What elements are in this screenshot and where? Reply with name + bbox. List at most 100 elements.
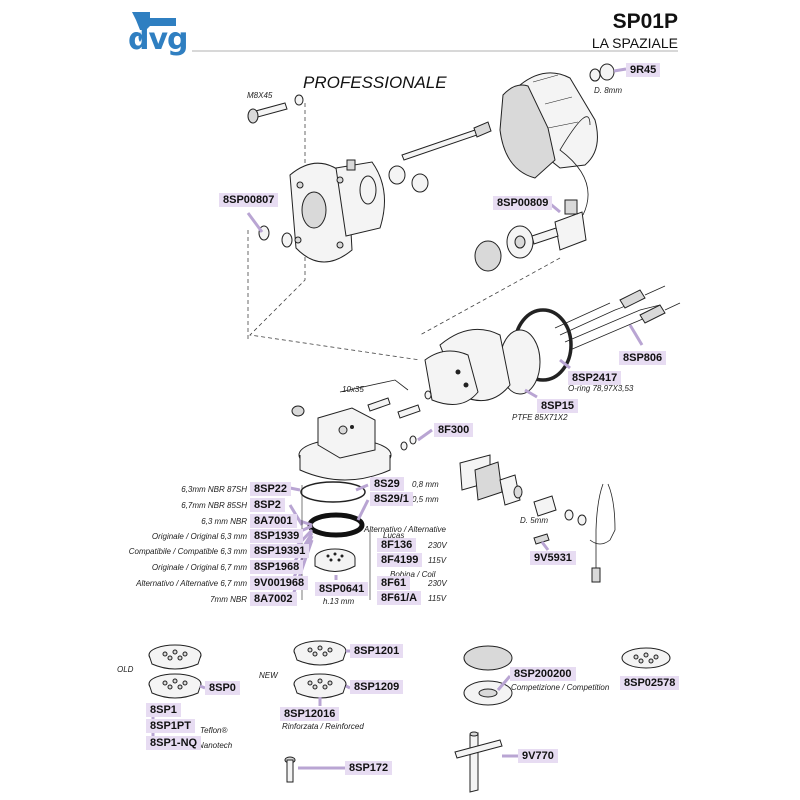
part-tag-8sp02578: 8SP02578	[620, 676, 680, 690]
note-lucas: Lucas	[383, 531, 405, 540]
screw-m8x45-icon	[247, 94, 304, 124]
note-oring-dim: O-ring 78,97X3,53	[568, 384, 634, 393]
part-tag-8f61: 8F61	[377, 576, 411, 590]
section-title: PROFESSIONALE	[303, 73, 447, 92]
part-tag-8sp19391: 8SP19391	[250, 544, 310, 558]
note-teflon: Teflon®	[200, 726, 228, 735]
part-tag-8sp200200: 8SP200200	[510, 667, 576, 681]
dimension-line	[339, 379, 409, 393]
heating-element-icon	[554, 285, 681, 351]
part-tag-8sp1: 8SP1	[146, 703, 181, 717]
part-tag-8f300: 8F300	[434, 423, 474, 437]
shaft-icon	[531, 227, 559, 245]
pin-icon	[397, 404, 421, 419]
part-tag-8sp00809: 8SP00809	[493, 196, 553, 210]
nut-icon	[411, 173, 429, 193]
part-tag-8sp1-nq: 8SP1-NQ	[146, 736, 202, 750]
note-10x35: 10x35	[342, 385, 364, 394]
part-tag-9v770: 9V770	[518, 749, 558, 763]
part-tag-8sp00807: 8SP00807	[219, 193, 279, 207]
fitting-icon	[533, 495, 557, 517]
part-tag-8sp1209: 8SP1209	[350, 680, 404, 694]
part-tag-9v001968: 9V001968	[250, 576, 309, 590]
note-alternative: Alternativo / Alternative	[364, 525, 446, 534]
group-block-icon	[291, 405, 392, 481]
note-new: NEW	[259, 671, 278, 680]
basket-center-icon	[478, 688, 498, 698]
gasket-thin-icon	[300, 481, 366, 503]
brand-logo-icon	[132, 12, 176, 42]
part-tag-8sp12016: 8SP12016	[280, 707, 340, 721]
solenoid-valve-icon	[459, 454, 523, 506]
group-gasket-icon	[307, 512, 365, 538]
note-reinforced: Rinforzata / Reinforced	[282, 722, 364, 731]
washer-icon	[599, 63, 615, 81]
part-tag-8sp1pt: 8SP1PT	[146, 719, 195, 733]
part-tag-8sp1968: 8SP1968	[250, 560, 304, 574]
filter-basket-icon	[293, 673, 347, 699]
part-tag-8sp0: 8SP0	[205, 681, 240, 695]
note-gasket-4: Originale / Original 6,3 mm	[151, 532, 247, 541]
note-0-8mm: 0,8 mm	[412, 480, 439, 489]
washer-icon	[564, 509, 574, 521]
part-tag-8sp22: 8SP22	[250, 482, 292, 496]
note-gasket-6: Originale / Original 6,7 mm	[151, 563, 247, 572]
note-d5mm: D. 5mm	[520, 516, 548, 525]
note-gasket-1: 6,3mm NBR 87SH	[181, 485, 247, 494]
rod-icon	[401, 121, 492, 161]
note-nanotech: Nanotech	[198, 741, 233, 750]
oring-small-icon	[409, 435, 417, 445]
note-bobina: Bobina / Coil	[390, 570, 436, 579]
micro-switch-icon	[554, 116, 591, 251]
part-tag-9v5931: 9V5931	[530, 551, 576, 565]
part-tag-8sp806: 8SP806	[619, 351, 667, 365]
note-old: OLD	[117, 665, 134, 674]
part-tag-8a7002: 8A7002	[250, 592, 297, 606]
part-tag-8s29: 8S29	[370, 477, 404, 491]
part-tag-8sp2417: 8SP2417	[568, 371, 622, 385]
model-name: LA SPAZIALE	[591, 35, 678, 51]
note-m8x45: M8X45	[247, 91, 273, 100]
part-tag-8sp1201: 8SP1201	[350, 644, 404, 658]
filter-basket-icon	[148, 673, 202, 699]
note-gasket-2: 6,7mm NBR 85SH	[181, 501, 247, 510]
note-115v: 115V	[428, 556, 447, 565]
cam-ring-icon	[499, 72, 598, 179]
note-h13: h.13 mm	[323, 597, 355, 606]
pin-icon	[367, 397, 391, 412]
competition-screen-icon	[463, 645, 513, 671]
part-tag-8f61a: 8F61/A	[377, 591, 422, 605]
part-tag-9r45: 9R45	[626, 63, 661, 77]
part-tag-8f4199: 8F4199	[377, 553, 423, 567]
part-tag-8sp1939: 8SP1939	[250, 529, 304, 543]
nut-icon	[388, 165, 406, 185]
part-tag-8s29-1: 8S29/1	[370, 492, 413, 506]
note-115v-coil: 115V	[428, 594, 447, 603]
filter-basket-icon	[621, 647, 671, 669]
bearing-hole-icon	[514, 235, 526, 249]
filter-basket-icon	[293, 640, 347, 666]
boiler-flange-icon	[424, 328, 511, 405]
brand-logo-text: dvg	[128, 22, 189, 57]
shower-disc-icon	[474, 240, 502, 272]
note-d8mm: D. 8mm	[594, 86, 622, 95]
guide-line	[419, 257, 561, 336]
screw-small-icon	[533, 533, 550, 545]
part-tag-8f136: 8F136	[377, 538, 417, 552]
model-code: SP01P	[612, 10, 678, 33]
part-tag-8sp15: 8SP15	[537, 399, 579, 413]
note-230v-coil: 230V	[428, 579, 447, 588]
oring-icon	[281, 232, 293, 248]
note-gasket-5: Compatibile / Compatible 6,3 mm	[128, 547, 247, 556]
shower-screen-icon	[314, 548, 356, 572]
note-230v: 230V	[428, 541, 447, 550]
note-gasket-8: 7mm NBR	[210, 595, 247, 604]
steam-wand-icon	[589, 483, 616, 583]
filter-basket-icon	[148, 644, 202, 670]
washer-icon	[589, 68, 601, 82]
note-ptfe-dim: PTFE 85X71X2	[512, 413, 568, 422]
note-gasket-7: Alternativo / Alternative 6,7 mm	[136, 579, 247, 588]
part-tag-8a7001: 8A7001	[250, 514, 297, 528]
group-head-flange-icon	[289, 159, 385, 263]
